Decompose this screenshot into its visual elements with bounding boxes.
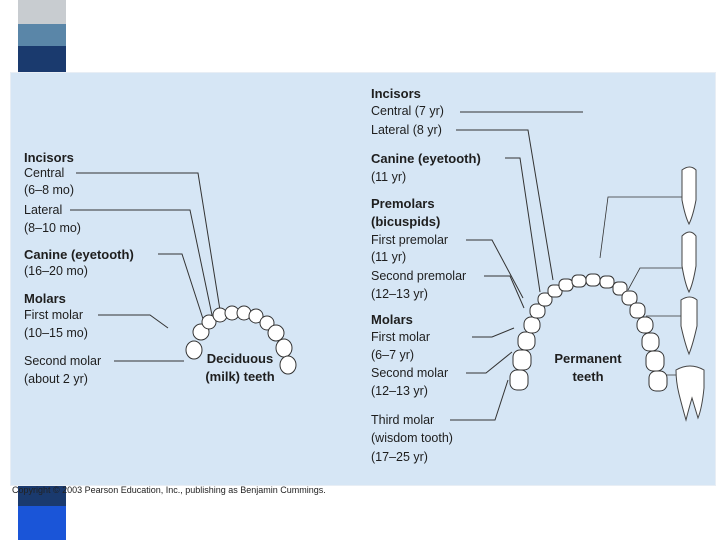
incisor-tooth-icon bbox=[681, 166, 697, 226]
decor-bar-top-1 bbox=[18, 0, 66, 24]
permanent-arch-label-2: teeth bbox=[572, 369, 604, 384]
permanent-lateral-label: Lateral (8 yr) bbox=[371, 123, 442, 137]
permanent-premolars-heading: Premolars bbox=[371, 196, 435, 211]
permanent-second-molar-label: Second molar bbox=[371, 366, 449, 380]
deciduous-first-molar-age: (10–15 mo) bbox=[24, 326, 88, 340]
molar-tooth-icon bbox=[675, 365, 705, 422]
permanent-third-molar-label: Third molar bbox=[371, 413, 435, 427]
deciduous-central-age: (6–8 mo) bbox=[24, 183, 75, 197]
permanent-canine-label: Canine (eyetooth) bbox=[371, 151, 481, 166]
copyright-notice: Copyright © 2003 Pearson Education, Inc.… bbox=[12, 485, 326, 495]
deciduous-canine-label: Canine (eyetooth) bbox=[24, 247, 134, 262]
deciduous-arch bbox=[185, 305, 297, 375]
decor-bar-top-2 bbox=[18, 24, 66, 46]
permanent-leader-lines bbox=[450, 111, 583, 421]
decor-bar-top-3 bbox=[18, 46, 66, 72]
permanent-second-molar-age: (12–13 yr) bbox=[371, 384, 428, 398]
permanent-central-label: Central (7 yr) bbox=[371, 104, 444, 118]
permanent-first-premolar-age: (11 yr) bbox=[371, 250, 407, 264]
deciduous-second-molar-label: Second molar bbox=[24, 354, 102, 368]
deciduous-arch-label-2: (milk) teeth bbox=[205, 369, 275, 384]
deciduous-lateral-age: (8–10 mo) bbox=[24, 221, 81, 235]
decor-bar-bottom-2 bbox=[18, 506, 66, 540]
tooth-illustrations bbox=[675, 166, 705, 422]
permanent-arch-label-1: Permanent bbox=[554, 351, 622, 366]
permanent-premolars-sub: (bicuspids) bbox=[371, 214, 441, 229]
deciduous-second-molar-age: (about 2 yr) bbox=[24, 372, 88, 386]
deciduous-lateral-label: Lateral bbox=[24, 203, 63, 217]
permanent-second-premolar-age: (12–13 yr) bbox=[371, 287, 428, 301]
permanent-arch bbox=[509, 273, 668, 392]
permanent-incisors-heading: Incisors bbox=[371, 86, 421, 101]
permanent-third-molar-sub: (wisdom tooth) bbox=[371, 431, 453, 445]
canine-tooth-icon bbox=[681, 231, 697, 294]
deciduous-central-label: Central bbox=[24, 166, 65, 180]
permanent-second-premolar-label: Second premolar bbox=[371, 269, 467, 283]
permanent-canine-age: (11 yr) bbox=[371, 170, 407, 184]
premolar-tooth-icon bbox=[680, 296, 698, 356]
deciduous-leader-lines bbox=[70, 172, 221, 362]
deciduous-molars-heading: Molars bbox=[24, 291, 66, 306]
decor-bar-bottom-1 bbox=[18, 484, 66, 506]
permanent-first-molar-age: (6–7 yr) bbox=[371, 348, 415, 362]
permanent-first-molar-label: First molar bbox=[371, 330, 431, 344]
permanent-molars-heading: Molars bbox=[371, 312, 413, 327]
deciduous-incisors-heading: Incisors bbox=[24, 150, 74, 165]
deciduous-arch-label-1: Deciduous bbox=[206, 351, 274, 366]
deciduous-first-molar-label: First molar bbox=[24, 308, 84, 322]
permanent-first-premolar-label: First premolar bbox=[371, 233, 449, 247]
permanent-third-molar-age: (17–25 yr) bbox=[371, 450, 428, 464]
deciduous-canine-age: (16–20 mo) bbox=[24, 264, 88, 278]
